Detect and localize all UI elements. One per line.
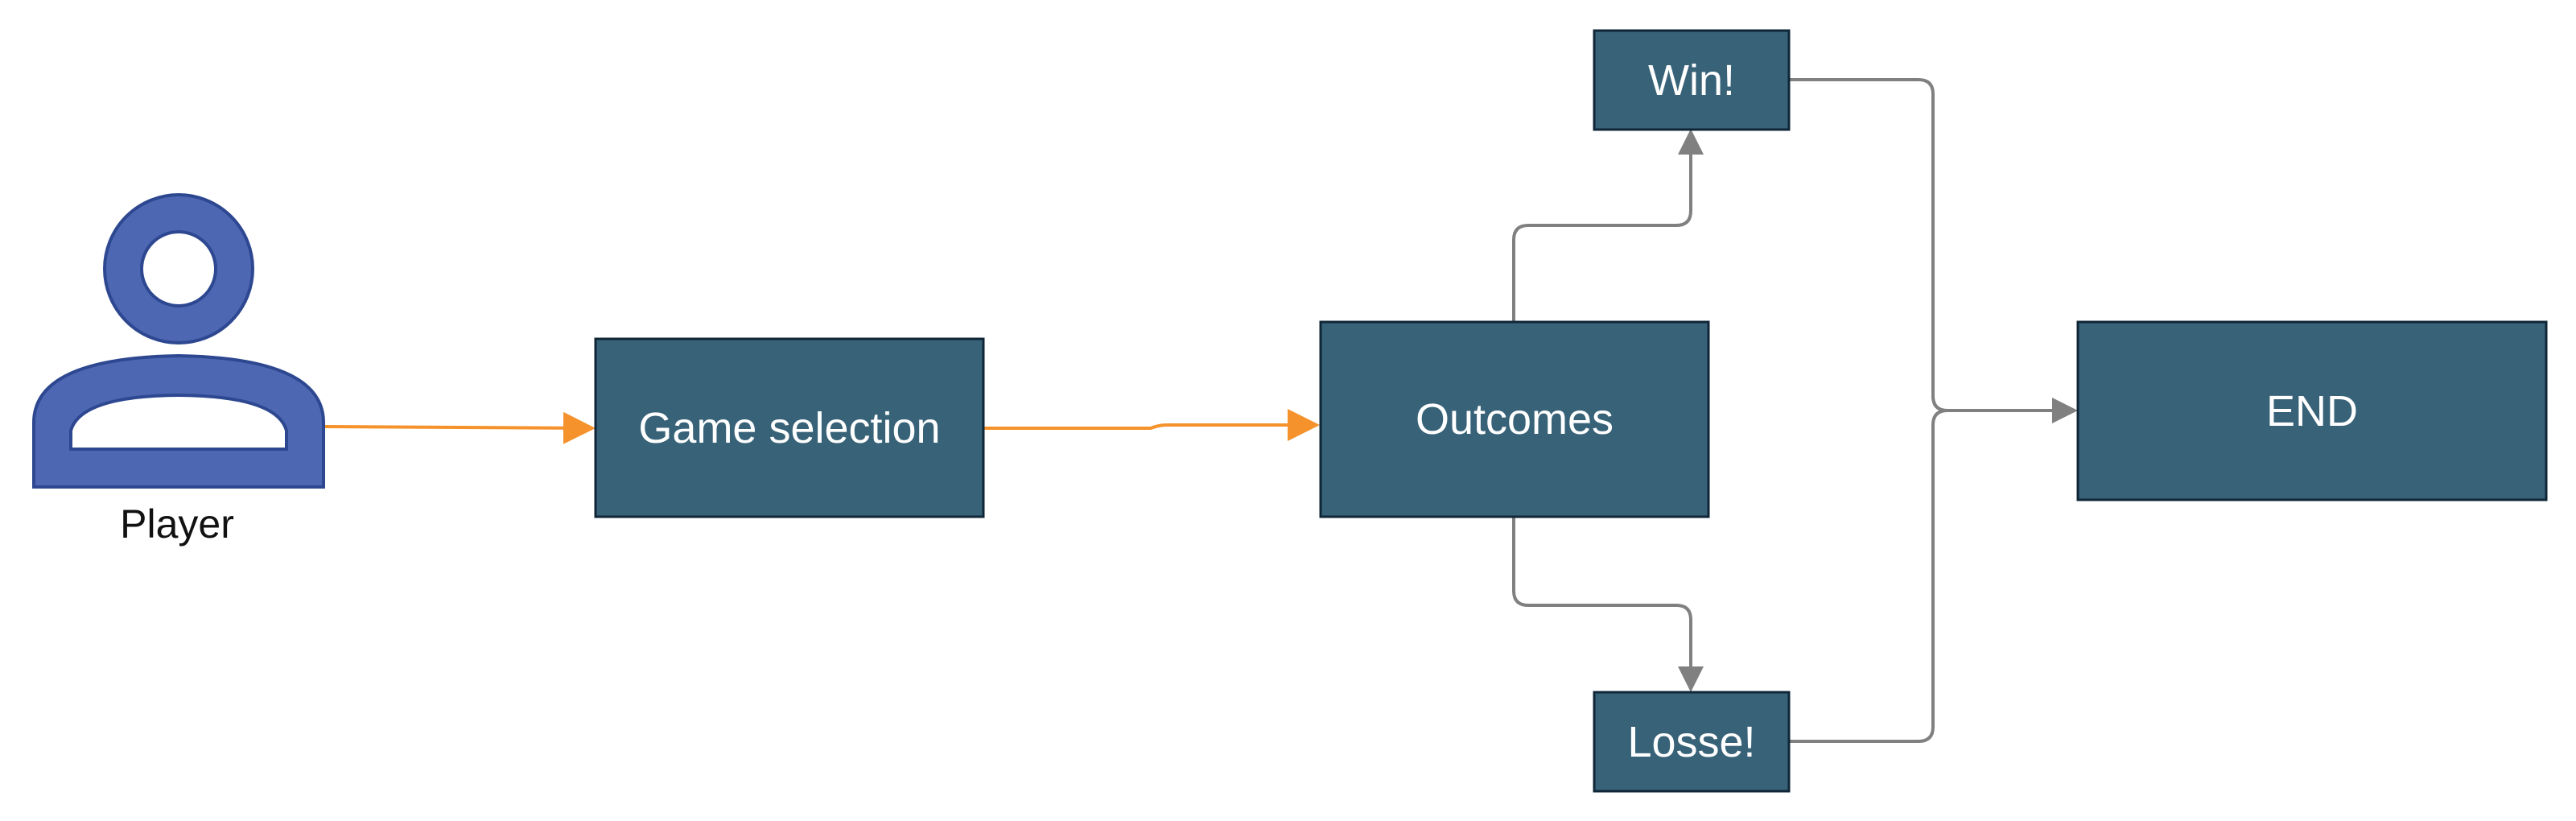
outcomes-label: Outcomes <box>1415 395 1614 444</box>
game-selection-label: Game selection <box>638 403 941 452</box>
loss-label: Losse! <box>1627 717 1756 766</box>
game-selection-box <box>594 337 985 518</box>
outcomes-node: Outcomes <box>1321 322 1708 517</box>
arrow-player-to-game <box>324 411 596 444</box>
end-box <box>2076 320 2548 501</box>
game-selection-node: Game selection <box>596 339 983 517</box>
loss-box <box>1593 691 1791 793</box>
user-icon <box>32 193 325 489</box>
arrow-game-to-outcomes <box>983 409 1320 441</box>
player-label: Player <box>120 501 234 547</box>
win-box <box>1593 29 1791 131</box>
loss-node: Losse! <box>1594 692 1789 791</box>
end-node: END <box>2078 322 2546 500</box>
outcomes-box <box>1319 320 1710 518</box>
end-label: END <box>2265 386 2358 435</box>
arrow-loss-to-end <box>1789 409 2075 743</box>
win-label: Win! <box>1648 56 1735 105</box>
win-node: Win! <box>1594 31 1789 130</box>
arrow-outcomes-to-win <box>1512 129 1704 322</box>
arrow-win-to-end <box>1789 78 2078 423</box>
arrow-outcomes-to-loss <box>1512 517 1704 692</box>
